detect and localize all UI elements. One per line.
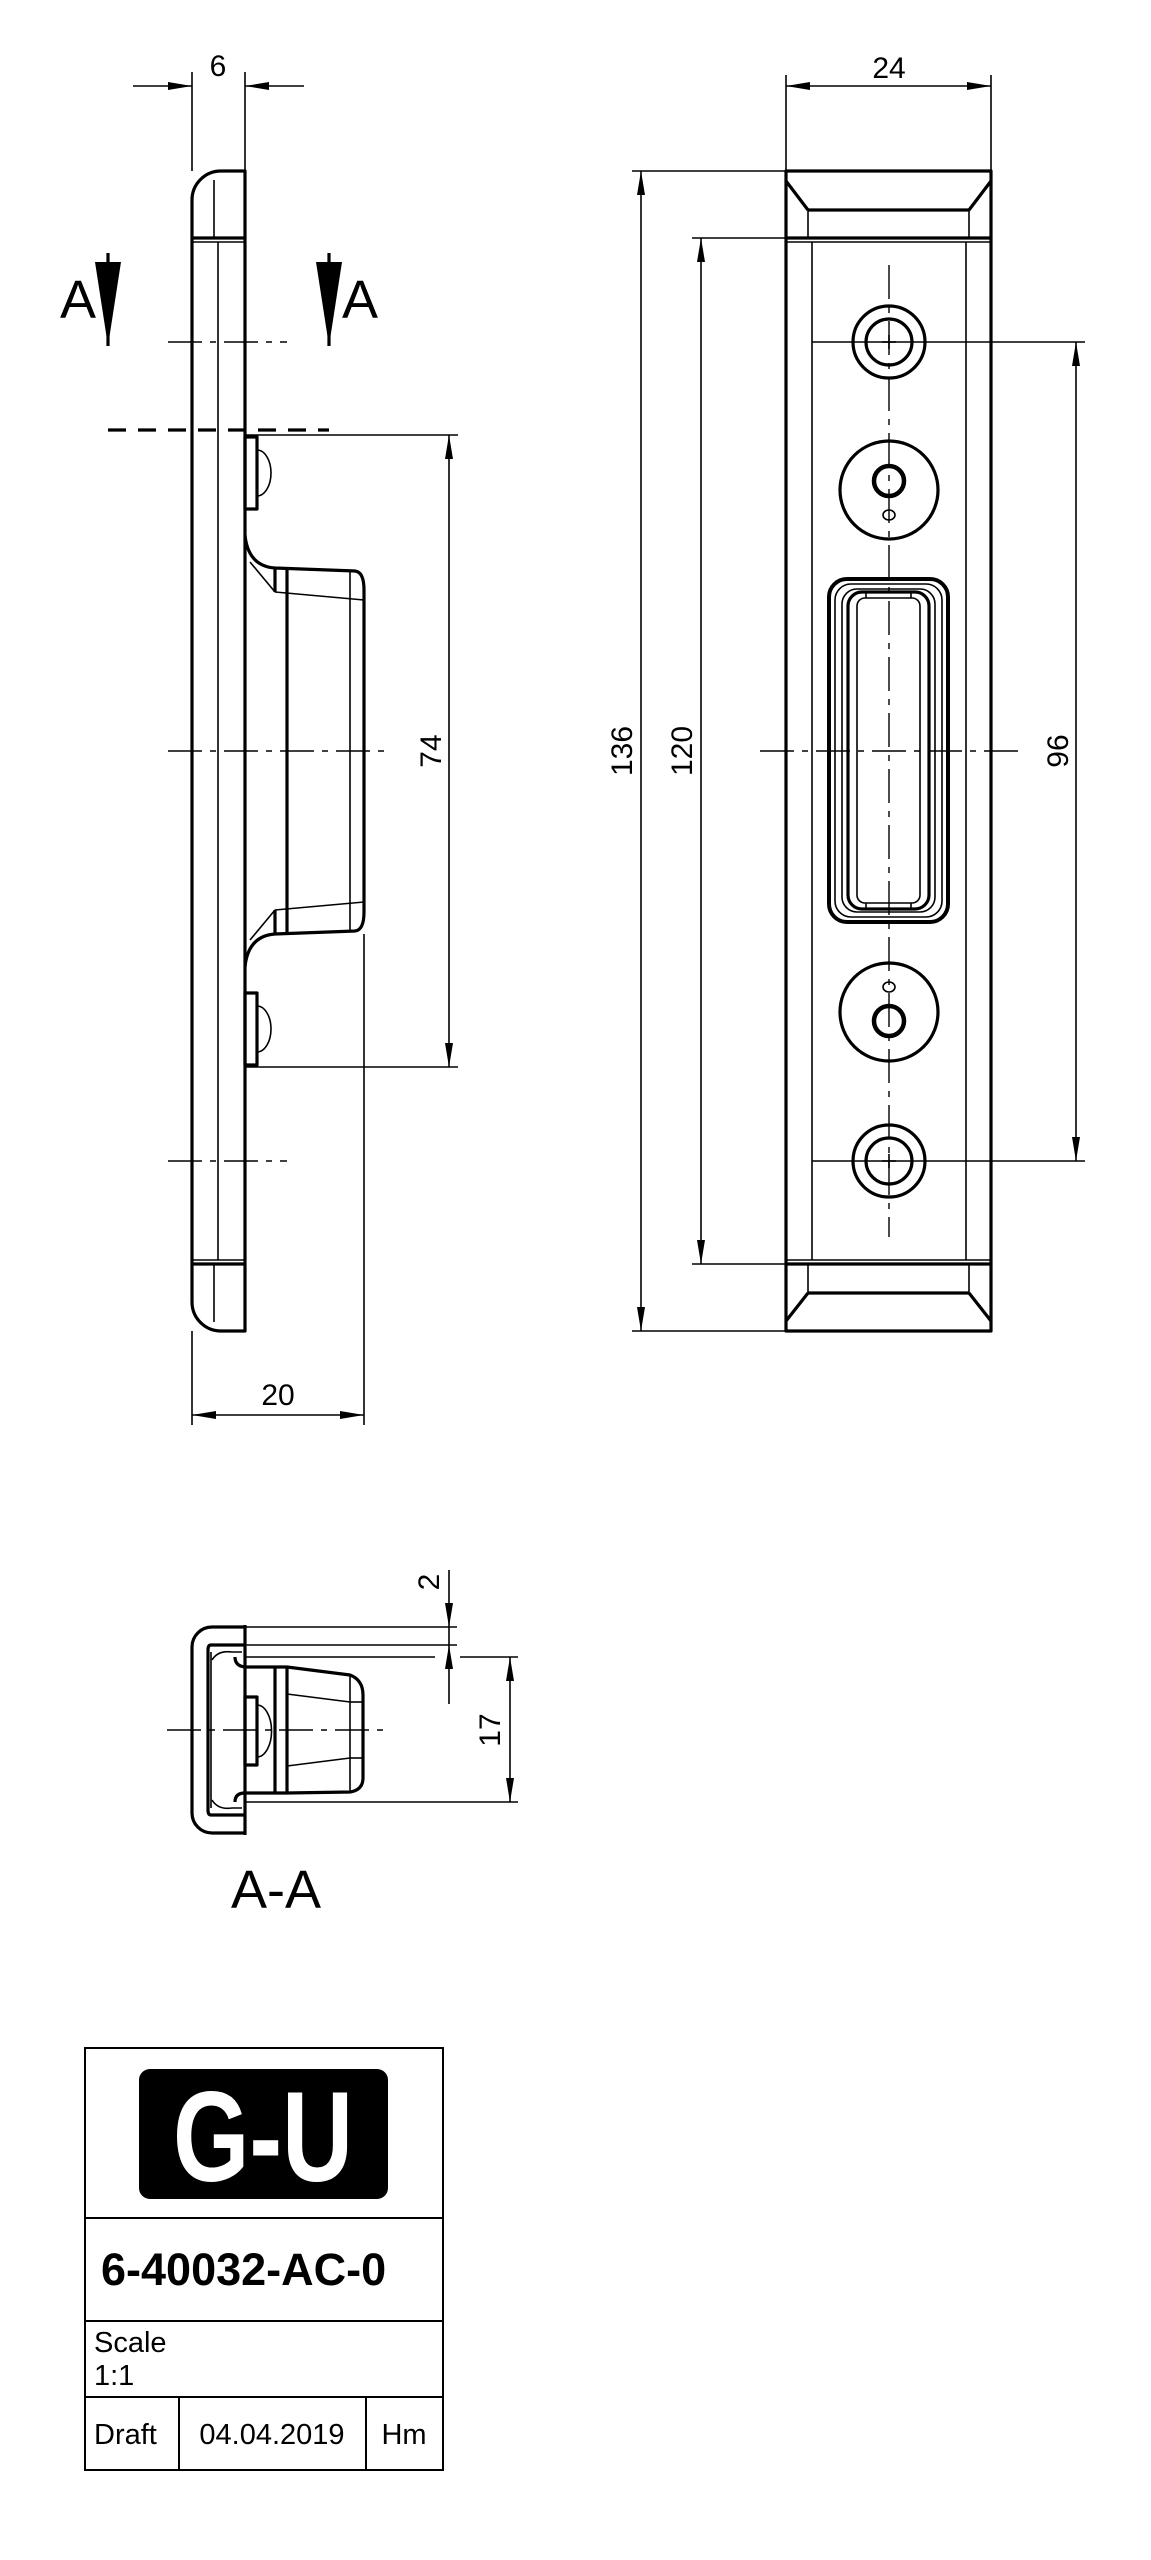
dim-front-total-length: 136 — [606, 170, 786, 1332]
dim-front-hole-spacing-value: 96 — [1042, 734, 1075, 767]
front-keeper-slot — [827, 577, 950, 924]
dim-front-inner-length-value: 120 — [666, 726, 699, 776]
dim-front-width: 24 — [785, 52, 992, 171]
drawing-date: 04.04.2019 — [199, 2419, 344, 2451]
dim-side-thickness-value: 6 — [210, 50, 227, 83]
company-logo: G-U — [139, 2066, 388, 2209]
dim-section-offset-value: 2 — [413, 1574, 446, 1591]
dim-side-thickness: 6 — [133, 50, 304, 171]
dim-front-total-length-value: 136 — [606, 726, 639, 776]
drawing-status: Draft — [94, 2419, 157, 2451]
section-view-a-a: 2 17 A-A — [167, 1570, 518, 1920]
section-view-title: A-A — [231, 1860, 321, 1920]
dim-section-height: 17 — [474, 1657, 514, 1802]
side-lower-bump — [243, 991, 272, 1067]
section-bracket-inner — [206, 1643, 245, 1817]
scale-label: Scale — [94, 2327, 167, 2359]
dim-front-inner-length: 120 — [666, 237, 786, 1265]
side-upper-bump — [243, 435, 272, 511]
dim-section-offset: 2 — [413, 1570, 453, 1704]
dim-front-hole-spacing: 96 — [812, 341, 1085, 1162]
dim-side-projection-spacing: 74 — [245, 434, 458, 1068]
side-plate-bottom-cap — [190, 1262, 247, 1333]
section-marker-left: A — [60, 270, 96, 330]
title-block: G-U 6-40032-AC-0 Scale 1:1 Draft 04.04.2… — [84, 2047, 444, 2471]
front-adjuster-lower — [838, 961, 940, 1063]
side-plate-top-cap — [190, 169, 247, 240]
scale-value: 1:1 — [94, 2360, 134, 2392]
dim-side-depth: 20 — [191, 934, 365, 1425]
dim-side-depth-value: 20 — [261, 1379, 294, 1412]
dim-side-projection-spacing-value: 74 — [415, 734, 448, 767]
front-view: 24 136 120 96 — [606, 52, 1085, 1333]
dim-section-height-value: 17 — [474, 1713, 507, 1746]
section-keeper-body — [243, 1665, 365, 1795]
dim-front-width-value: 24 — [872, 52, 905, 85]
side-view: A A 6 74 20 — [60, 50, 458, 1425]
front-adjuster-upper — [838, 439, 940, 541]
part-number: 6-40032-AC-0 — [101, 2244, 386, 2295]
section-marker-right: A — [342, 270, 378, 330]
logo-text: G-U — [173, 2066, 353, 2209]
drawing-author: Hm — [381, 2419, 426, 2451]
